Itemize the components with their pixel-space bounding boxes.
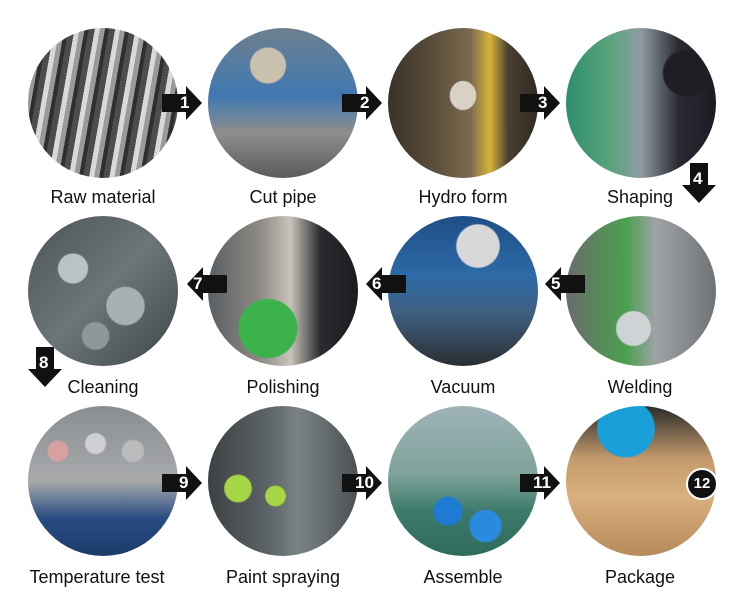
label-raw-material: Raw material (8, 187, 198, 208)
arrow-number: 3 (538, 93, 547, 113)
arrow-down-icon: 4 (682, 163, 716, 203)
cut-pipe-photo (208, 28, 358, 178)
arrow-number: 1 (180, 93, 189, 113)
polishing-photo (208, 216, 358, 366)
label-paint-spraying: Paint spraying (188, 567, 378, 588)
label-polishing: Polishing (188, 377, 378, 398)
arrow-number: 2 (360, 93, 369, 113)
temperature-test-photo (28, 406, 178, 556)
arrow-number: 5 (551, 274, 560, 294)
vacuum-photo (388, 216, 538, 366)
arrow-number: 11 (533, 473, 551, 493)
arrow-left-icon: 5 (545, 267, 585, 301)
arrow-number: 6 (372, 274, 381, 294)
arrow-right-icon: 10 (342, 466, 382, 500)
cleaning-photo (28, 216, 178, 366)
arrow-down-icon: 8 (28, 347, 62, 387)
step-badge: 12 (686, 468, 718, 500)
arrow-number: 7 (193, 274, 202, 294)
welding-photo (566, 216, 716, 366)
label-assemble: Assemble (368, 567, 558, 588)
label-hydro-form: Hydro form (368, 187, 558, 208)
arrow-number: 9 (179, 473, 188, 493)
arrow-number: 10 (355, 473, 374, 493)
arrow-right-icon: 1 (162, 86, 202, 120)
arrow-number: 8 (39, 353, 48, 373)
arrow-right-icon: 11 (520, 466, 560, 500)
assemble-photo (388, 406, 538, 556)
paint-spraying-photo (208, 406, 358, 556)
shaping-photo (566, 28, 716, 178)
label-temperature-test: Temperature test (2, 567, 192, 588)
arrow-right-icon: 2 (342, 86, 382, 120)
raw-material-photo (28, 28, 178, 178)
label-package: Package (545, 567, 735, 588)
arrow-right-icon: 3 (520, 86, 560, 120)
arrow-number: 4 (693, 169, 702, 189)
arrow-left-icon: 6 (366, 267, 406, 301)
hydro-form-photo (388, 28, 538, 178)
label-cut-pipe: Cut pipe (188, 187, 378, 208)
label-welding: Welding (545, 377, 735, 398)
arrow-left-icon: 7 (187, 267, 227, 301)
badge-number: 12 (694, 475, 711, 492)
arrow-right-icon: 9 (162, 466, 202, 500)
label-vacuum: Vacuum (368, 377, 558, 398)
